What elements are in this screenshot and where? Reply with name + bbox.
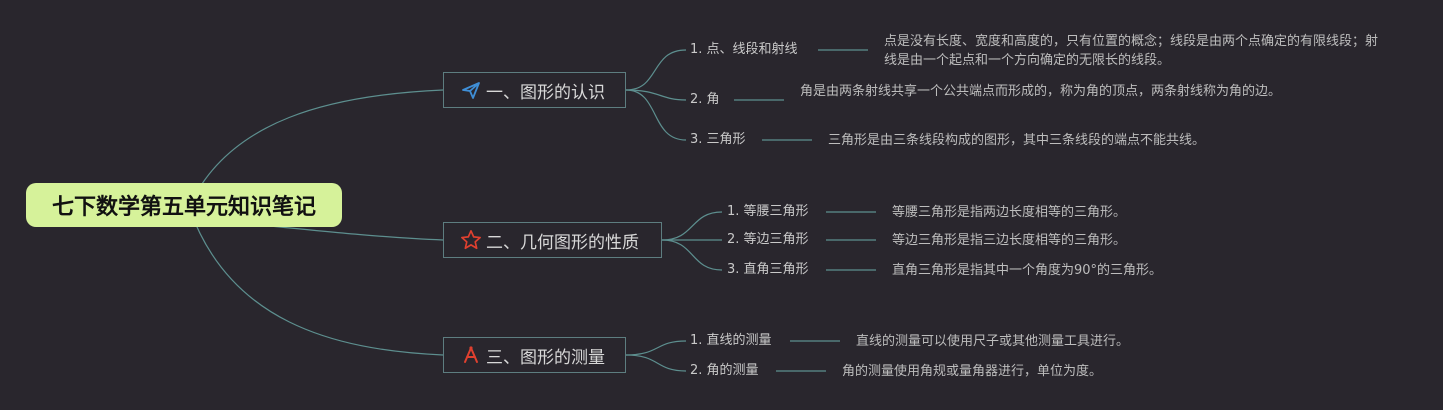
connector-b3-leaf-2 — [625, 354, 687, 372]
branch-figure-measurement[interactable]: 三、图形的测量 — [443, 337, 626, 373]
connector-b2-leaf-3 — [661, 239, 723, 271]
connector-root-branch-1 — [189, 89, 444, 206]
branch-figure-recognition[interactable]: 一、图形的认识 — [443, 72, 626, 108]
branch-label: 三、图形的测量 — [486, 347, 605, 368]
leaf-description: 点是没有长度、宽度和高度的，只有位置的概念；线段是由两个点确定的有限线段；射线是… — [884, 34, 1379, 68]
leaf-description: 直角三角形是指其中一个角度为90°的三角形。 — [892, 263, 1163, 278]
leaf-description: 角的测量使用角规或量角器进行，单位为度。 — [842, 364, 1103, 379]
leaf-description: 等边三角形是指三边长度相等的三角形。 — [892, 233, 1127, 248]
branch-label: 一、图形的认识 — [486, 82, 605, 103]
leaf-line-measurement[interactable]: 1. 直线的测量 — [690, 333, 772, 348]
leaf-point-segment-ray[interactable]: 1. 点、线段和射线 — [690, 42, 798, 57]
leaf-description: 三角形是由三条线段构成的图形，其中三条线段的端点不能共线。 — [828, 133, 1206, 148]
branch-geometry-properties[interactable]: 二、几何图形的性质 — [443, 222, 662, 258]
connector-root-branch-2 — [269, 225, 444, 241]
leaf-angle[interactable]: 2. 角 — [690, 92, 720, 107]
leaf-triangle[interactable]: 3. 三角形 — [690, 132, 746, 147]
leaf-equilateral-triangle[interactable]: 2. 等边三角形 — [727, 232, 809, 247]
root-topic[interactable]: 七下数学第五单元知识笔记 — [26, 183, 342, 227]
leaf-isosceles-triangle[interactable]: 1. 等腰三角形 — [727, 204, 809, 219]
connector-b3-leaf-1 — [625, 340, 687, 356]
connector-b1-leaf-2 — [625, 89, 687, 101]
paper-plane-icon — [460, 79, 482, 101]
leaf-right-triangle[interactable]: 3. 直角三角形 — [727, 262, 809, 277]
root-title: 七下数学第五单元知识笔记 — [51, 195, 316, 220]
connector-b1-leaf-1 — [625, 49, 687, 91]
leaf-description: 角是由两条射线共享一个公共端点而形成的，称为角的顶点，两条射线称为角的边。 — [800, 84, 1282, 99]
leaf-description: 直线的测量可以使用尺子或其他测量工具进行。 — [856, 334, 1130, 349]
connector-root-branch-3 — [189, 209, 444, 356]
branch-label: 二、几何图形的性质 — [486, 232, 639, 253]
leaf-angle-measurement[interactable]: 2. 角的测量 — [690, 363, 759, 378]
connector-b2-leaf-1 — [661, 211, 723, 241]
star-icon — [460, 229, 482, 251]
leaf-description: 等腰三角形是指两边长度相等的三角形。 — [892, 205, 1127, 220]
ruler-compass-icon — [460, 344, 482, 366]
connector-b1-leaf-3 — [625, 89, 687, 141]
